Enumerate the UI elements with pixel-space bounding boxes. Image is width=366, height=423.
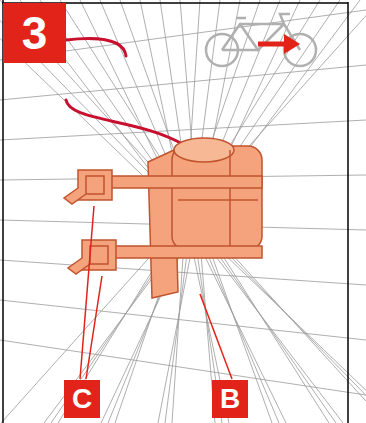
spoke — [0, 120, 366, 140]
spoke — [51, 0, 340, 423]
cable-tie-upper — [108, 176, 262, 188]
spoke — [0, 340, 366, 395]
callout-letter: C — [64, 380, 100, 418]
cable-tie-lower — [112, 246, 262, 258]
spoke — [80, 0, 286, 423]
frame — [2, 0, 348, 423]
sensor-cable — [66, 39, 186, 146]
leader-lines — [80, 206, 232, 379]
spoke — [20, 0, 343, 423]
spoke — [58, 0, 320, 423]
spoke — [44, 0, 360, 423]
spoke — [120, 0, 272, 423]
spoke — [0, 300, 366, 340]
bike-icon — [206, 14, 316, 66]
callout-letter: B — [212, 380, 248, 418]
spoke — [0, 260, 366, 285]
step-number: 3 — [3, 3, 66, 63]
spoke — [0, 65, 366, 100]
spoke — [108, 0, 280, 423]
spoke — [100, 0, 279, 423]
spoke — [40, 0, 336, 423]
spoke — [60, 0, 329, 423]
direction-arrow — [258, 34, 300, 54]
